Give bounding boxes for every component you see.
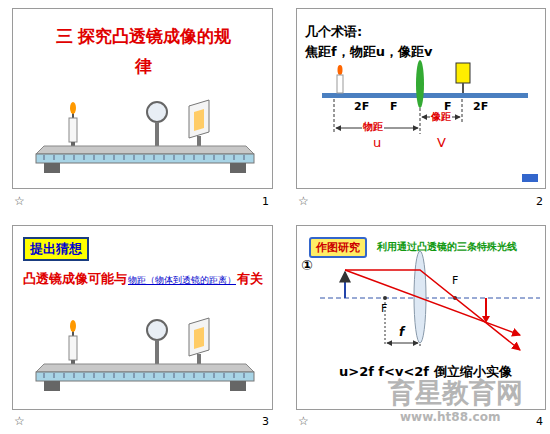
star-icon: ☆: [14, 415, 25, 428]
case-number: ①: [301, 258, 313, 273]
slide: 三 探究凸透镜成像的规律: [12, 8, 273, 189]
focus-mark: F: [381, 303, 387, 315]
axis-mark: 2F: [473, 101, 488, 113]
star-icon: ☆: [14, 195, 25, 208]
tag-text: 作图研究: [316, 240, 360, 255]
slide: 几个术语: 焦距f，物距u，像距v: [296, 8, 546, 189]
page-number: 2: [536, 196, 543, 208]
axis-mark: 2F: [354, 101, 369, 113]
slide-heading: 几个术语:: [305, 23, 362, 41]
heading-tag: 作图研究: [309, 237, 367, 258]
axis-mark: F: [390, 101, 398, 113]
distance-label: 物距: [362, 121, 384, 132]
hypothesis-answer: 物距（物体到透镜的距离）: [128, 274, 236, 287]
watermark: www.ht88.com: [400, 411, 500, 424]
star-icon: ☆: [298, 195, 309, 208]
heading-tag: 提出猜想: [23, 237, 89, 261]
term-list: 焦距f，物距u，像距v: [305, 43, 432, 61]
tag-text: 提出猜想: [30, 240, 82, 258]
page-number: 3: [262, 416, 269, 428]
slide-subtitle: 利用通过凸透镜的三条特殊光线: [377, 240, 517, 254]
watermark: 育星教育网: [388, 378, 523, 408]
symbol-label: u: [373, 136, 381, 150]
symbol-label: V: [437, 136, 446, 150]
focus-mark: F: [452, 275, 458, 287]
hypothesis-text: 凸透镜成像可能与: [23, 270, 127, 288]
star-icon: ☆: [298, 415, 309, 428]
slide: 凸透镜成像可能与物距（物体到透镜的距离）有关 提出猜想: [12, 225, 273, 410]
slide-title: 三 探究凸透镜成像的规律: [49, 21, 238, 81]
focal-length-label: f: [399, 326, 404, 339]
distance-label: 像距: [430, 111, 452, 122]
page-number: 1: [262, 196, 269, 208]
hypothesis-text: 有关: [237, 270, 263, 288]
page-number: 4: [536, 416, 543, 428]
